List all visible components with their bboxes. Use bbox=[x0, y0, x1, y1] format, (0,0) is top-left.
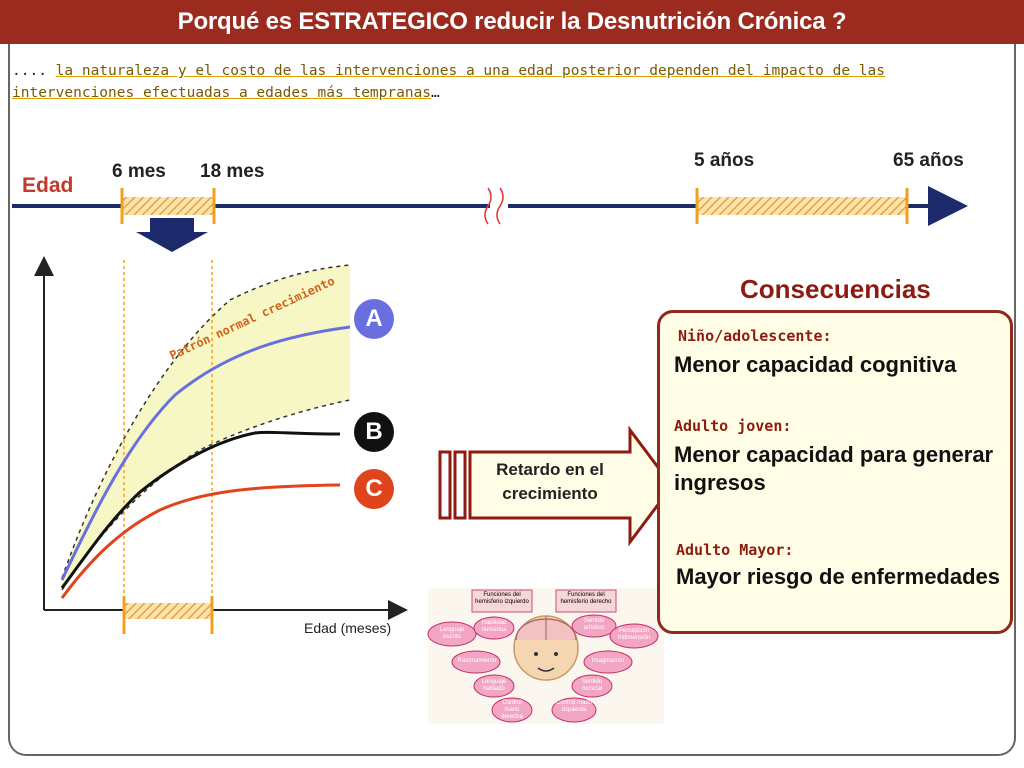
down-arrow bbox=[136, 218, 208, 252]
brain-label-0: Habilidad numérica bbox=[481, 620, 507, 633]
consequences-box: Niño/adolescente: Menor capacidad cognit… bbox=[657, 310, 1013, 634]
series-c-badge: C bbox=[354, 469, 394, 509]
age-timeline bbox=[12, 186, 968, 226]
series-c-line bbox=[60, 483, 341, 599]
tick-65-anos: 65 años bbox=[893, 150, 964, 171]
intro-prefix: .... bbox=[12, 63, 56, 79]
x-axis-label: Edad (meses) bbox=[304, 620, 392, 636]
brain-illustration bbox=[427, 588, 664, 724]
series-b-line bbox=[60, 430, 341, 589]
tick-6-mes: 6 mes bbox=[112, 161, 166, 182]
group-adulto-joven: Adulto joven: bbox=[674, 417, 792, 435]
tick-5-anos: 5 años bbox=[694, 150, 755, 171]
late-window-bar bbox=[697, 197, 907, 215]
consequence-adulto-mayor: Mayor riesgo de enfermedades bbox=[676, 564, 1001, 589]
brain-label-1: Lenguaje escrito bbox=[439, 627, 465, 640]
series-a-line bbox=[60, 325, 351, 581]
series-b-badge: B bbox=[354, 412, 394, 452]
consequence-adulto-joven: Menor capacidad para generar ingresos bbox=[674, 442, 994, 495]
brain-label-3: Lenguaje hablado bbox=[481, 679, 507, 692]
slide-frame bbox=[8, 44, 1016, 756]
brain-label-2: Razonamiento bbox=[457, 658, 497, 664]
brain-label-7: Imaginación bbox=[591, 658, 625, 664]
intro-suffix: … bbox=[431, 85, 440, 101]
intro-underlined: la naturaleza y el costo de las interven… bbox=[12, 63, 885, 101]
brain-label-8: Sentido musical bbox=[581, 679, 603, 692]
brain-label-6: Percepción tridimensión bbox=[617, 628, 651, 641]
retardo-label: Retardo en el crecimiento bbox=[496, 460, 604, 503]
brain-left-header: Funciones del hemisferio izquierdo bbox=[475, 592, 529, 605]
brain-label-5: Sentido artístico bbox=[583, 618, 605, 631]
brain-label-9: Control mano izquierda bbox=[555, 700, 593, 713]
brain-right-header: Funciones del hemisferio derecho bbox=[560, 592, 612, 605]
group-nino: Niño/adolescente: bbox=[678, 327, 832, 345]
brain-label-4: Control mano derecha bbox=[501, 700, 523, 720]
tick-18-mes: 18 mes bbox=[200, 161, 265, 182]
series-a-badge: A bbox=[354, 299, 394, 339]
early-window-bar bbox=[122, 197, 214, 215]
consequence-nino: Menor capacidad cognitiva bbox=[674, 352, 957, 377]
normal-growth-band bbox=[62, 265, 350, 590]
intro-text: .... la naturaleza y el costo de las int… bbox=[12, 60, 972, 104]
group-adulto-mayor: Adulto Mayor: bbox=[676, 541, 794, 559]
retardo-arrow bbox=[438, 425, 674, 547]
bottom-window-bar bbox=[124, 603, 212, 619]
slide-title: Porqué es ESTRATEGICO reducir la Desnutr… bbox=[0, 0, 1024, 44]
timeline-axis-label: Edad bbox=[22, 174, 74, 197]
consequences-title: Consecuencias bbox=[740, 274, 931, 304]
